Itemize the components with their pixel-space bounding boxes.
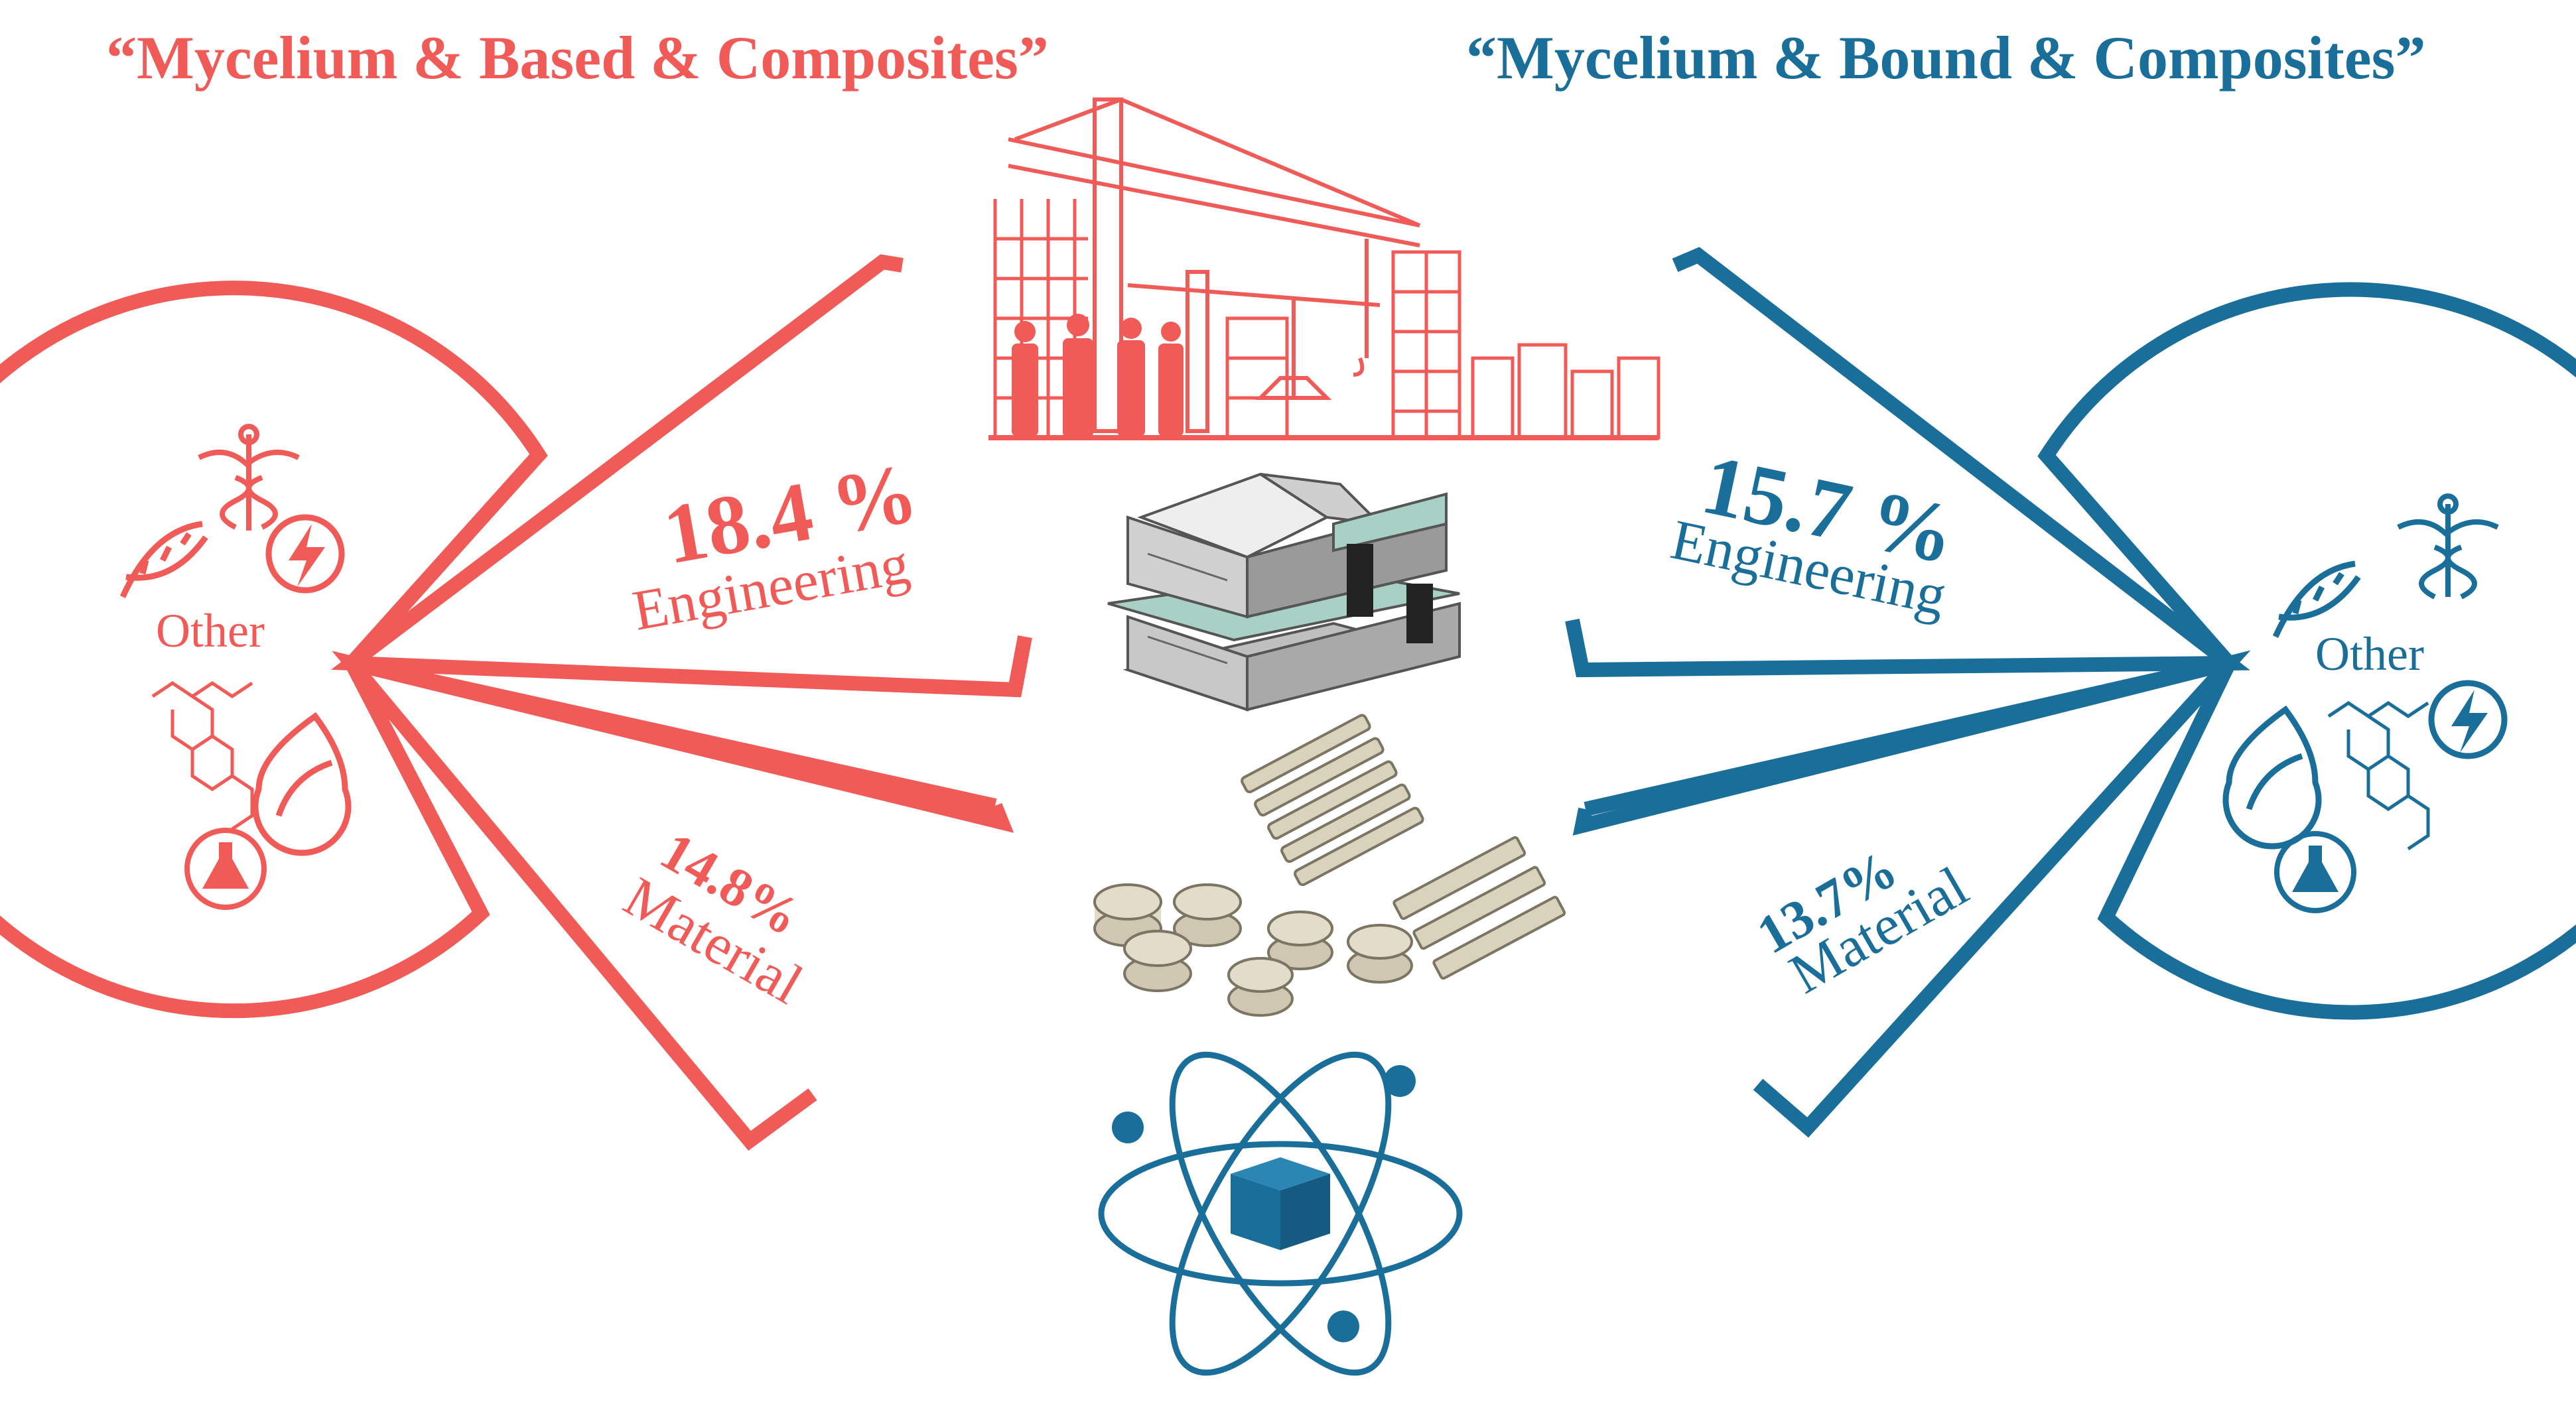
left-lightning-icon xyxy=(265,514,345,594)
left-dna-icon xyxy=(119,521,208,598)
left-material-upper-ray xyxy=(350,656,997,813)
left-title: “Mycelium & Based & Composites” xyxy=(106,24,1049,92)
right-flask-icon xyxy=(2274,831,2356,913)
left-rays xyxy=(330,254,1032,1151)
right-dna-icon xyxy=(2272,560,2361,638)
right-other-label: Other xyxy=(2315,627,2424,680)
construction-cranes-icon xyxy=(988,97,1661,440)
left-leaf-drop-icon xyxy=(252,712,352,856)
left-other-label: Other xyxy=(156,604,265,657)
right-title: “Mycelium & Bound & Composites” xyxy=(1466,24,2425,92)
atom-cube-icon xyxy=(1098,1051,1463,1376)
composite-samples-icon xyxy=(1093,714,1566,1017)
left-flask-icon xyxy=(184,828,267,910)
right-other-circle xyxy=(2037,282,2576,1020)
left-pacman-outline xyxy=(0,281,548,1019)
right-pacman-outline xyxy=(2037,282,2576,1020)
right-chemical-structure-icon xyxy=(2327,700,2430,851)
right-caduceus-icon xyxy=(2397,493,2499,600)
right-leaf-drop-icon xyxy=(2222,705,2322,850)
left-caduceus-icon xyxy=(198,424,300,531)
house-model-icon xyxy=(1107,472,1461,712)
workers-silhouettes xyxy=(1012,314,1184,438)
right-lightning-icon xyxy=(2428,680,2508,759)
right-rays xyxy=(1565,247,2251,1138)
left-chemical-structure-icon xyxy=(151,680,254,831)
left-other-circle xyxy=(0,281,548,1019)
right-material-upper-ray xyxy=(1584,656,2231,816)
